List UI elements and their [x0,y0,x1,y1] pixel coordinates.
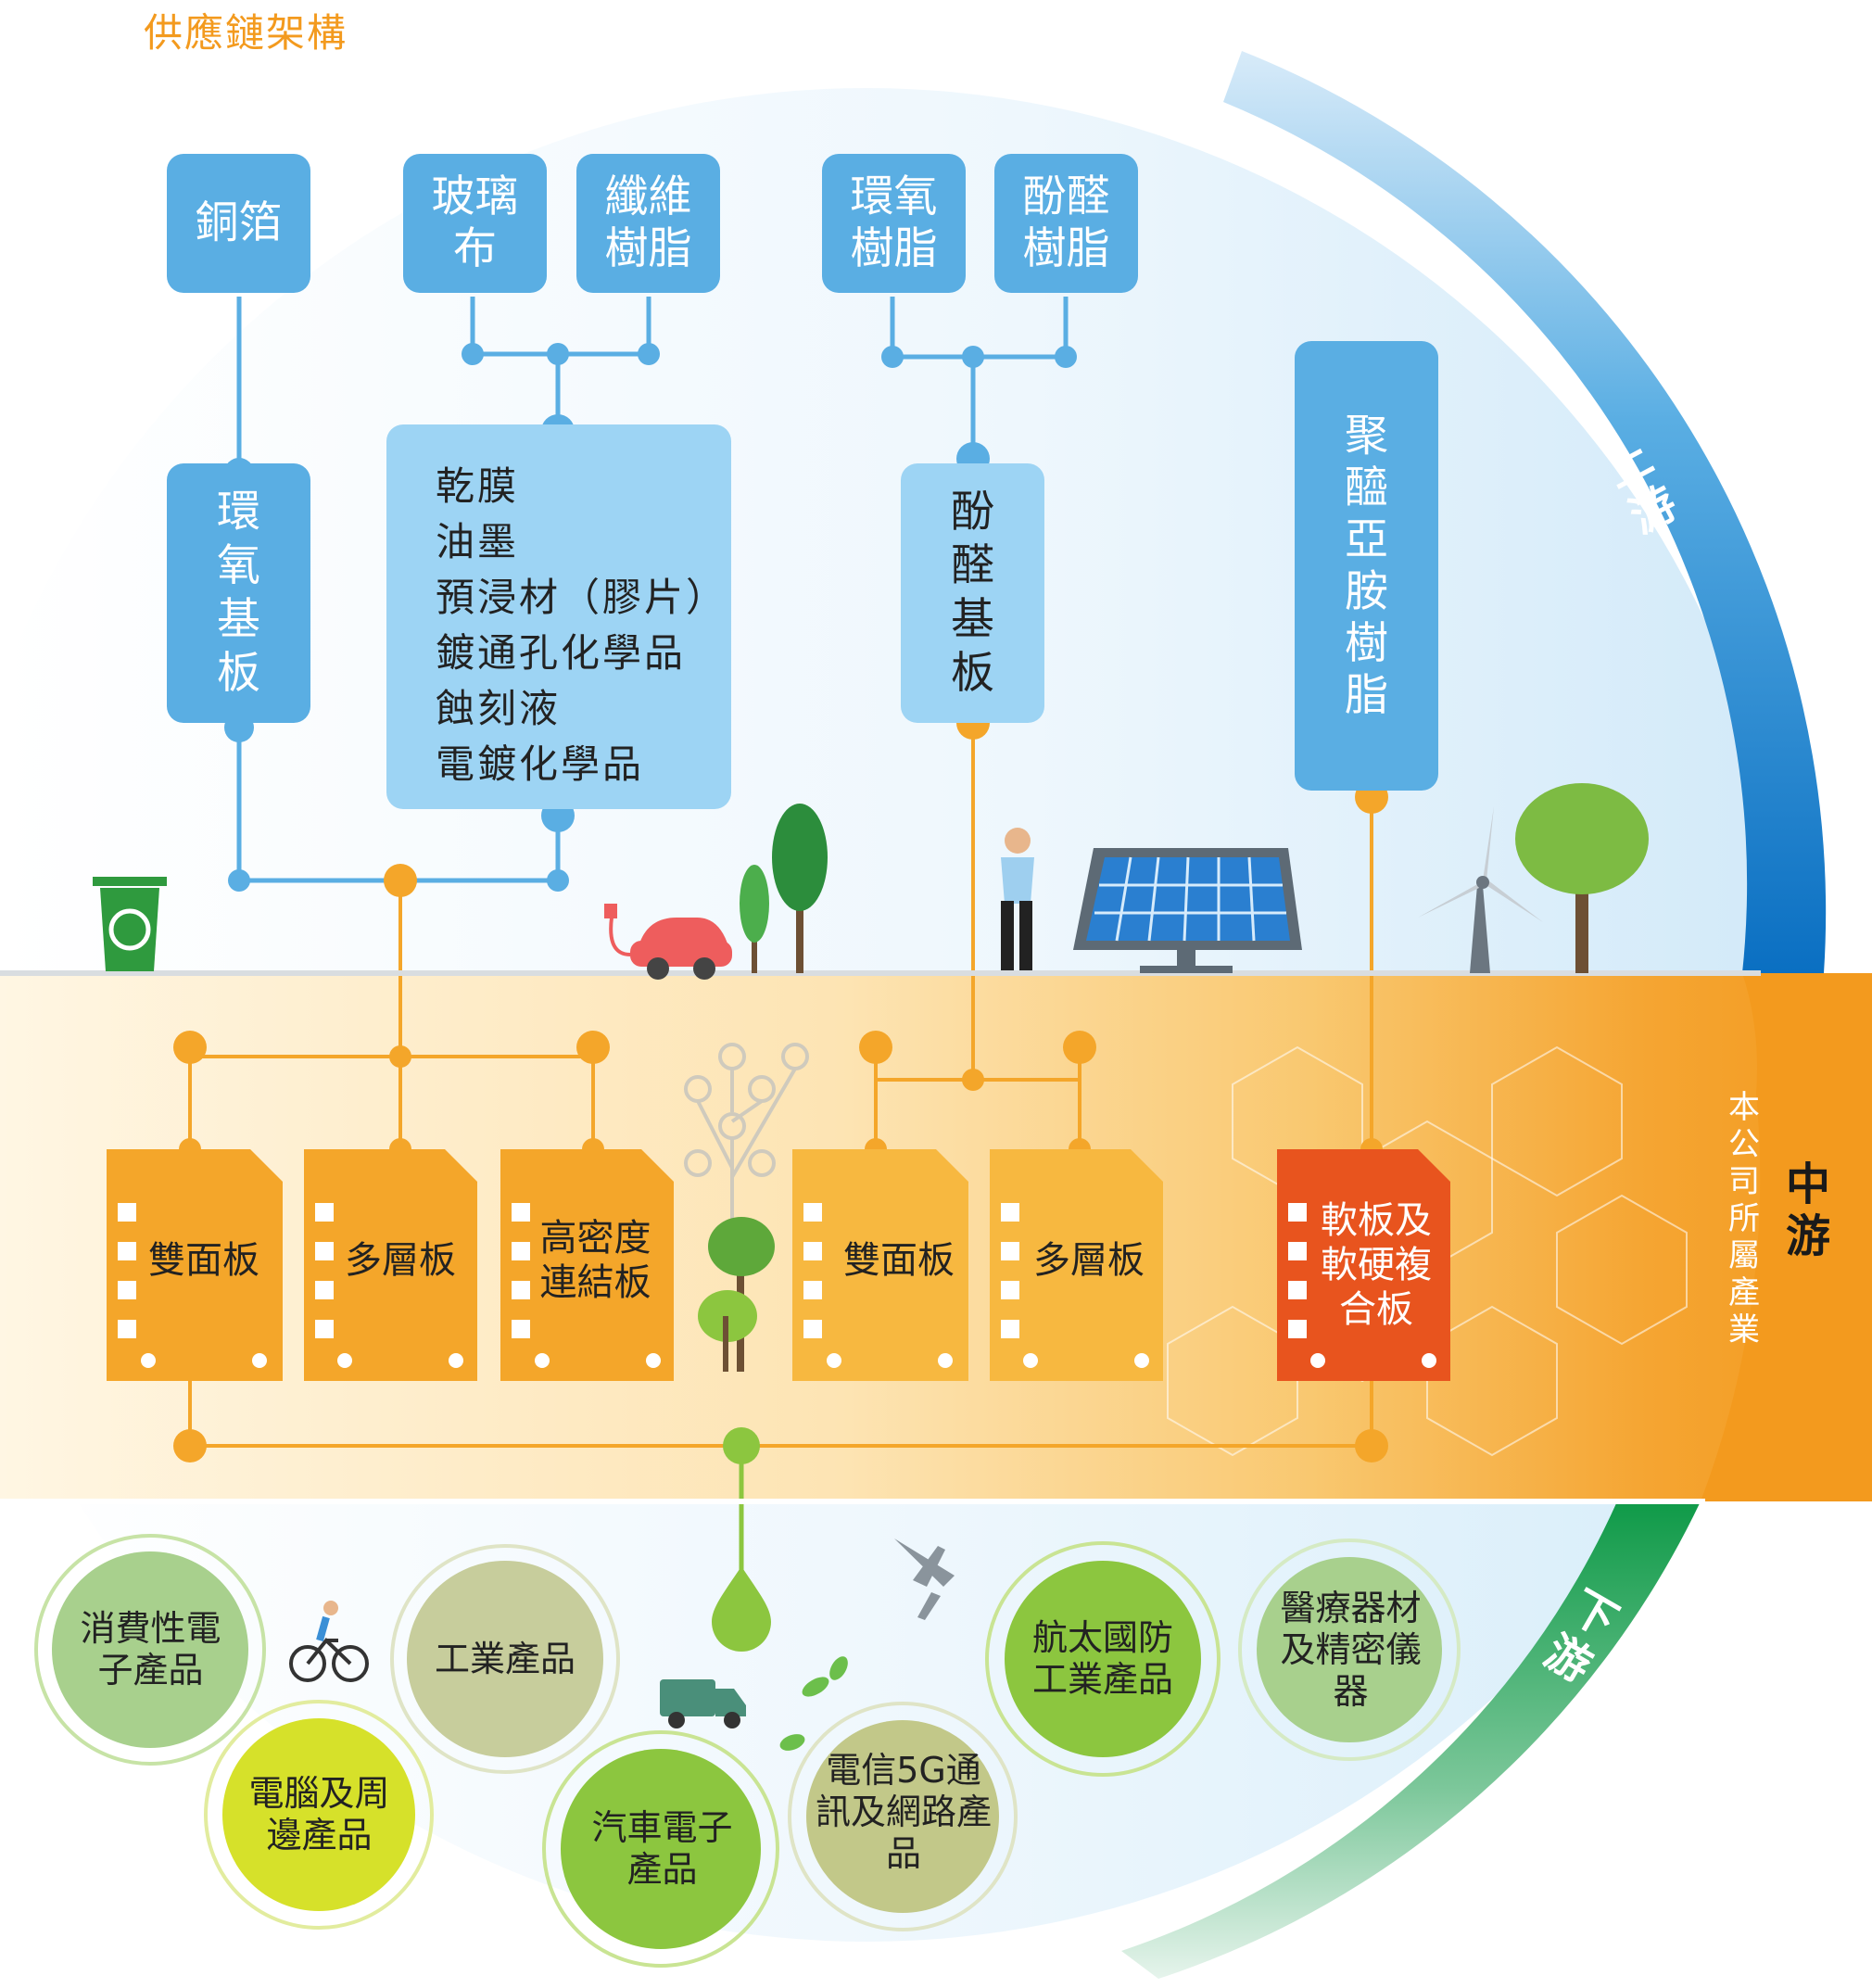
board-label: 多層板 [1033,1239,1145,1282]
chemicals-list: 乾膜 油墨 預浸材（膠片） 鍍通孔化學品 蝕刻液 電鍍化學品 [436,459,727,792]
circuit-icon [684,1043,809,1223]
raw-material-copper-foil: 銅箔 [167,154,310,293]
downstream-connector [712,1427,771,1652]
electric-car-icon [604,904,732,980]
mid-trees-icon [698,1217,775,1372]
board-label: 雙面板 [843,1239,955,1282]
company-board-label: 軟板及軟硬複合板 [1321,1199,1432,1331]
midstream-label: 中游 [1785,1159,1830,1262]
trees-icon [740,804,828,973]
solar-panel-icon [1073,848,1302,973]
truck-icon [660,1679,746,1728]
chemical-item: 蝕刻液 [436,686,562,731]
person-icon [1001,828,1034,970]
product-label: 航太國防工業產品 [1031,1617,1173,1700]
midstream-arc [1701,973,1872,1501]
company-industry-label: 本公司所屬產業 [1728,1089,1760,1349]
raw-material-fiber-resin: 纖維樹脂 [576,154,720,293]
chemical-item: 乾膜 [436,463,520,509]
raw-material-epoxy-resin: 環氧樹脂 [822,154,966,293]
epoxy-substrate: 環氧基板 [167,463,310,723]
raw-material-label: 玻璃布 [431,171,519,274]
chemical-item: 油墨 [436,519,520,564]
cyclist-icon [289,1601,369,1682]
board-label: 雙面板 [148,1239,259,1282]
board-label: 多層板 [345,1239,456,1282]
raw-material-label: 酚醛樹脂 [1022,171,1110,274]
chemical-item: 鍍通孔化學品 [436,630,687,676]
chip-double-sided-1 [107,1149,283,1381]
raw-material-label: 銅箔 [195,197,283,248]
product-circles [34,1534,1461,1968]
product-label: 電腦及周邊產品 [248,1773,390,1855]
page-title: 供應鏈架構 [144,10,348,56]
product-label: 電信5G通訊及網路產品 [816,1749,993,1874]
product-label: 汽車電子產品 [591,1807,733,1890]
raw-material-glass-cloth: 玻璃布 [403,154,547,293]
phenolic-substrate: 酚醛基板 [901,463,1044,723]
recycle-bin-icon [93,877,167,971]
wind-turbine-icon [1418,806,1543,973]
chemical-item: 電鍍化學品 [436,741,645,787]
chip-multilayer-1 [304,1149,477,1381]
downstream-arc [1121,1501,1701,1979]
board-label: 高密度連結板 [539,1217,651,1304]
raw-material-label: 纖維樹脂 [604,171,692,274]
product-label: 醫療器材及精密儀器 [1280,1587,1422,1712]
sprout-icon [779,1656,848,1751]
epoxy-substrate-label: 環氧基板 [217,487,260,699]
phenolic-substrate-label: 酚醛基板 [951,487,994,699]
chemicals-box [386,424,731,809]
airplane-icon [894,1538,955,1620]
chip-flex-rigid [1277,1149,1450,1381]
chip-double-sided-2 [792,1149,968,1381]
polyimide-resin-label: 聚醯亞胺樹脂 [1345,410,1388,721]
raw-material-label: 環氧樹脂 [850,171,938,274]
product-label: 消費性電子產品 [80,1608,221,1690]
raw-material-phenolic-resin: 酚醛樹脂 [994,154,1138,293]
big-tree-icon [1515,783,1649,973]
product-label: 工業產品 [434,1638,576,1679]
chip-multilayer-2 [990,1149,1163,1381]
chip-hdi [500,1149,674,1381]
board-chips [107,1149,1450,1381]
chemical-item: 預浸材（膠片） [436,575,728,620]
polyimide-resin: 聚醯亞胺樹脂 [1295,341,1438,791]
upstream-arc [1223,51,1827,973]
